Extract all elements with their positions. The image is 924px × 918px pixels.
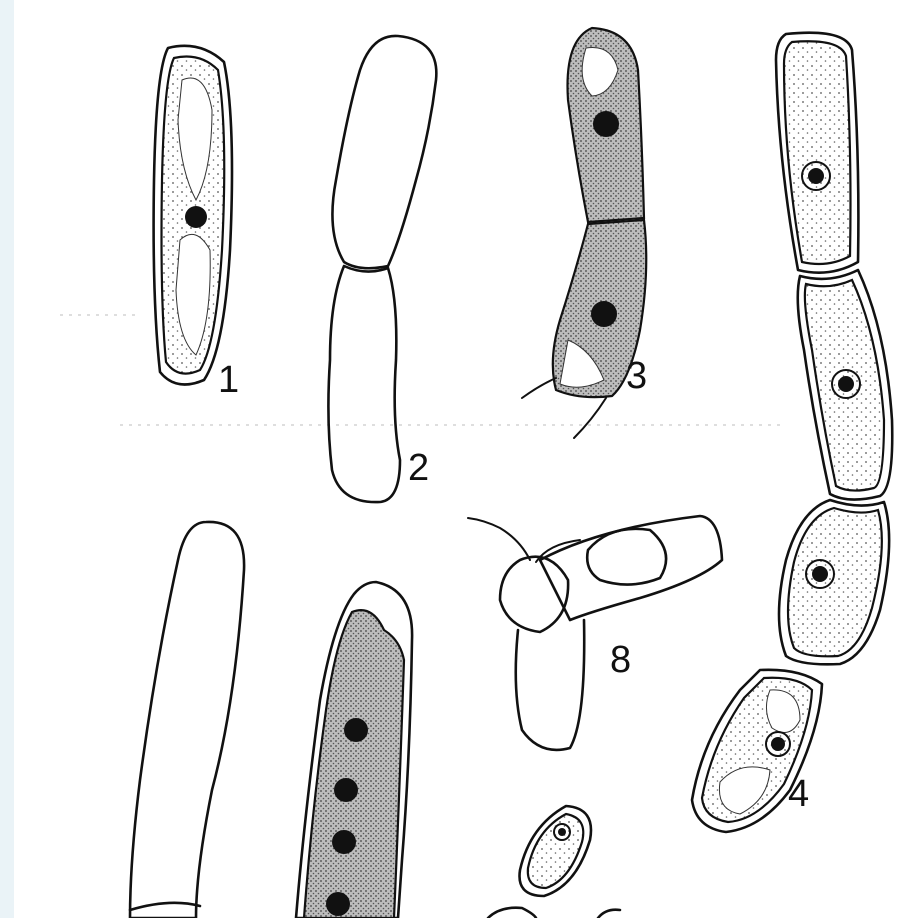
nucleus-1 xyxy=(185,206,207,228)
nucleus-5a xyxy=(344,718,368,742)
label-3: 3 xyxy=(626,355,647,397)
nucleus-6 xyxy=(558,828,566,836)
nucleus-5d xyxy=(326,892,350,916)
label-4: 4 xyxy=(788,773,809,815)
nucleus-4b xyxy=(838,376,854,392)
label-8: 8 xyxy=(610,639,631,681)
nucleus-3b xyxy=(591,301,617,327)
nucleus-3a xyxy=(593,111,619,137)
nucleus-5b xyxy=(334,778,358,802)
label-1: 1 xyxy=(218,359,239,401)
nucleus-5c xyxy=(332,830,356,854)
label-2: 2 xyxy=(408,447,429,489)
nucleus-4c xyxy=(812,566,828,582)
nucleus-4d xyxy=(771,737,785,751)
nucleus-4a xyxy=(808,168,824,184)
